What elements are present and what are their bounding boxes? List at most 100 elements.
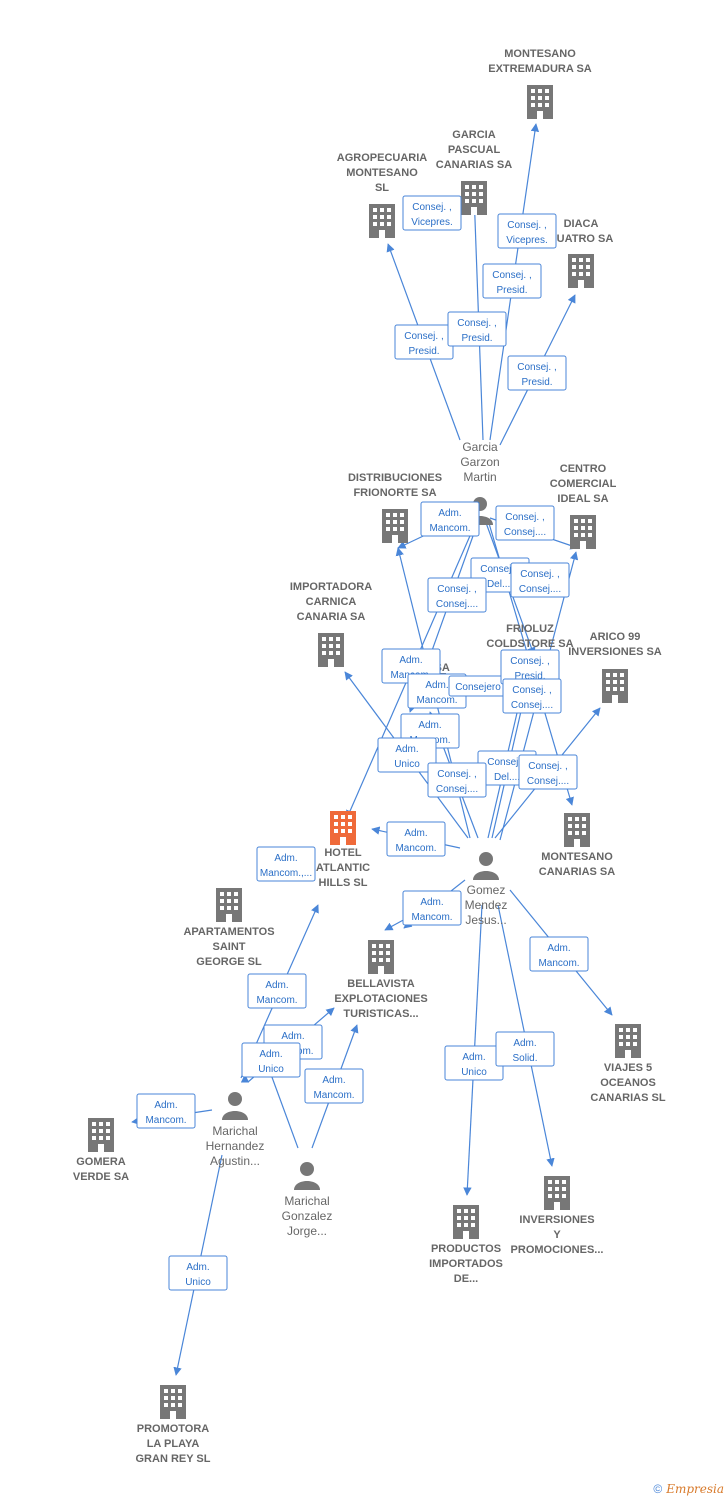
person-node[interactable]: GomezMendezJesus... — [465, 852, 508, 927]
building-icon — [453, 1205, 479, 1239]
edge-role-label[interactable]: Consej. ,Vicepres. — [497, 213, 557, 249]
edge-role-label[interactable]: Adm.Unico — [444, 1045, 504, 1081]
node-label-line: CANARIAS SA — [436, 159, 512, 171]
edge-role-label[interactable]: Adm.Mancom. — [304, 1068, 364, 1104]
edge-role-text: Adm. — [438, 508, 461, 519]
edge-role-text: Adm. — [418, 720, 441, 731]
edge-role-text: Consej.... — [436, 599, 478, 610]
node-label-line: Marichal — [212, 1124, 257, 1138]
edge-role-label[interactable]: Adm. Unico — [241, 1042, 301, 1078]
edge-role-label[interactable]: Adm.Mancom.,... — [256, 846, 316, 882]
edge-role-text: Mancom. — [145, 1115, 186, 1126]
edge-role-label[interactable]: Adm. Mancom. — [136, 1093, 196, 1129]
edge-role-box — [518, 754, 578, 790]
company-node[interactable]: BELLAVISTAEXPLOTACIONESTURISTICAS... — [334, 940, 428, 1020]
edge-role-text: Adm. — [281, 1031, 304, 1042]
node-label-line: PROMOCIONES... — [511, 1244, 604, 1256]
node-label-line: AGROPECUARIA — [337, 152, 428, 164]
edge-role-text: Adm. — [259, 1049, 282, 1060]
node-label-line: FRIONORTE SA — [353, 487, 436, 499]
edge-role-label[interactable]: Consej. ,Consej.... — [495, 505, 555, 541]
edge-role-label[interactable]: Consej. , Consej.... — [518, 754, 578, 790]
building-icon — [318, 633, 344, 667]
edge-role-label[interactable]: Consej. ,Vicepres. — [402, 195, 462, 231]
edge-role-text: Adm. — [513, 1038, 536, 1049]
node-label-line: IDEAL SA — [557, 493, 608, 505]
edge-role-text: Adm. — [462, 1052, 485, 1063]
edge-role-label[interactable]: Consej. ,Presid. — [482, 263, 542, 299]
node-label-line: INVERSIONES — [519, 1214, 594, 1226]
edge-role-text: Consej. , — [528, 761, 567, 772]
edge-role-label[interactable]: Adm.Mancom. — [247, 973, 307, 1009]
node-label-line: VERDE SA — [73, 1171, 129, 1183]
edge-role-label[interactable]: Consej. ,Consej.... — [427, 577, 487, 613]
node-label-line: CANARIAS SL — [590, 1092, 665, 1104]
edge-role-text: Consej.... — [527, 776, 569, 787]
node-label-line: COMERCIAL — [550, 478, 617, 490]
edge-role-text: Unico — [258, 1064, 284, 1075]
edge-role-text: Consej.... — [436, 784, 478, 795]
edge-role-label[interactable]: Adm.Mancom. — [420, 501, 480, 537]
edge-role-box — [482, 263, 542, 299]
edge-role-label[interactable]: Adm. Solid. — [495, 1031, 555, 1067]
edge-role-text: Adm. — [404, 828, 427, 839]
edge-role-label[interactable]: Consej. , Consej.... — [427, 762, 487, 798]
node-label-line: GARCIA — [452, 129, 495, 141]
edge-role-label[interactable]: Consej. ,Presid. — [447, 311, 507, 347]
edge-role-label[interactable]: Adm.Mancom. — [529, 936, 589, 972]
edge-labels-layer: Consej. ,Vicepres. Consej. ,Vicepres. Cons… — [136, 195, 589, 1291]
company-node[interactable]: INVERSIONESYPROMOCIONES... — [511, 1176, 604, 1256]
edge-role-label[interactable]: Adm.Unico — [168, 1255, 228, 1291]
building-icon — [461, 181, 487, 215]
edge-role-box — [497, 213, 557, 249]
edge-role-label[interactable]: Consej. ,Consej.... — [502, 678, 562, 714]
building-icon — [160, 1385, 186, 1419]
edge-role-label[interactable]: Adm.Unico — [377, 737, 437, 773]
edge-role-text: Consej. , — [492, 270, 531, 281]
node-label-line: CUATRO SA — [549, 233, 614, 245]
building-icon — [570, 515, 596, 549]
edge-role-label[interactable]: Consej. ,Presid. — [394, 324, 454, 360]
edge-role-text: Solid. — [512, 1053, 537, 1064]
edge-role-text: Consej. , — [437, 769, 476, 780]
node-label-line: FRIOLUZ — [506, 623, 554, 635]
edge-role-label[interactable]: Consej. ,Presid. — [507, 355, 567, 391]
edge-role-label[interactable]: Consej. ,Consej.... — [510, 562, 570, 598]
node-label-line: DISTRIBUCIONES — [348, 472, 442, 484]
edge-role-text: Mancom. — [411, 912, 452, 923]
edge-role-label[interactable]: Adm.Mancom. — [402, 890, 462, 926]
edge-role-text: Adm. — [322, 1075, 345, 1086]
node-label-line: HOTEL — [324, 847, 362, 859]
edge-role-box — [402, 890, 462, 926]
edge-role-label[interactable]: Consejero — [448, 675, 508, 697]
company-node[interactable]: DISTRIBUCIONES FRIONORTE SA — [348, 472, 442, 543]
edge-role-label[interactable]: Adm.Mancom. — [386, 821, 446, 857]
person-node[interactable]: MarichalHernandezAgustin... — [206, 1092, 265, 1168]
edge-role-text: Consej. , — [404, 331, 443, 342]
company-node[interactable]: PRODUCTOSIMPORTADOSDE... — [429, 1205, 503, 1285]
edge-role-text: Unico — [394, 759, 420, 770]
person-node[interactable]: MarichalGonzalezJorge... — [282, 1162, 333, 1238]
edge-role-box — [304, 1068, 364, 1104]
node-label-line: CANARIAS SA — [539, 866, 615, 878]
node-label-line: Gonzalez — [282, 1209, 333, 1223]
edge-role-text: Consejero — [455, 682, 501, 693]
footer-brand[interactable]: ©Empresia — [653, 1482, 724, 1496]
edge-role-text: Adm. — [154, 1100, 177, 1111]
